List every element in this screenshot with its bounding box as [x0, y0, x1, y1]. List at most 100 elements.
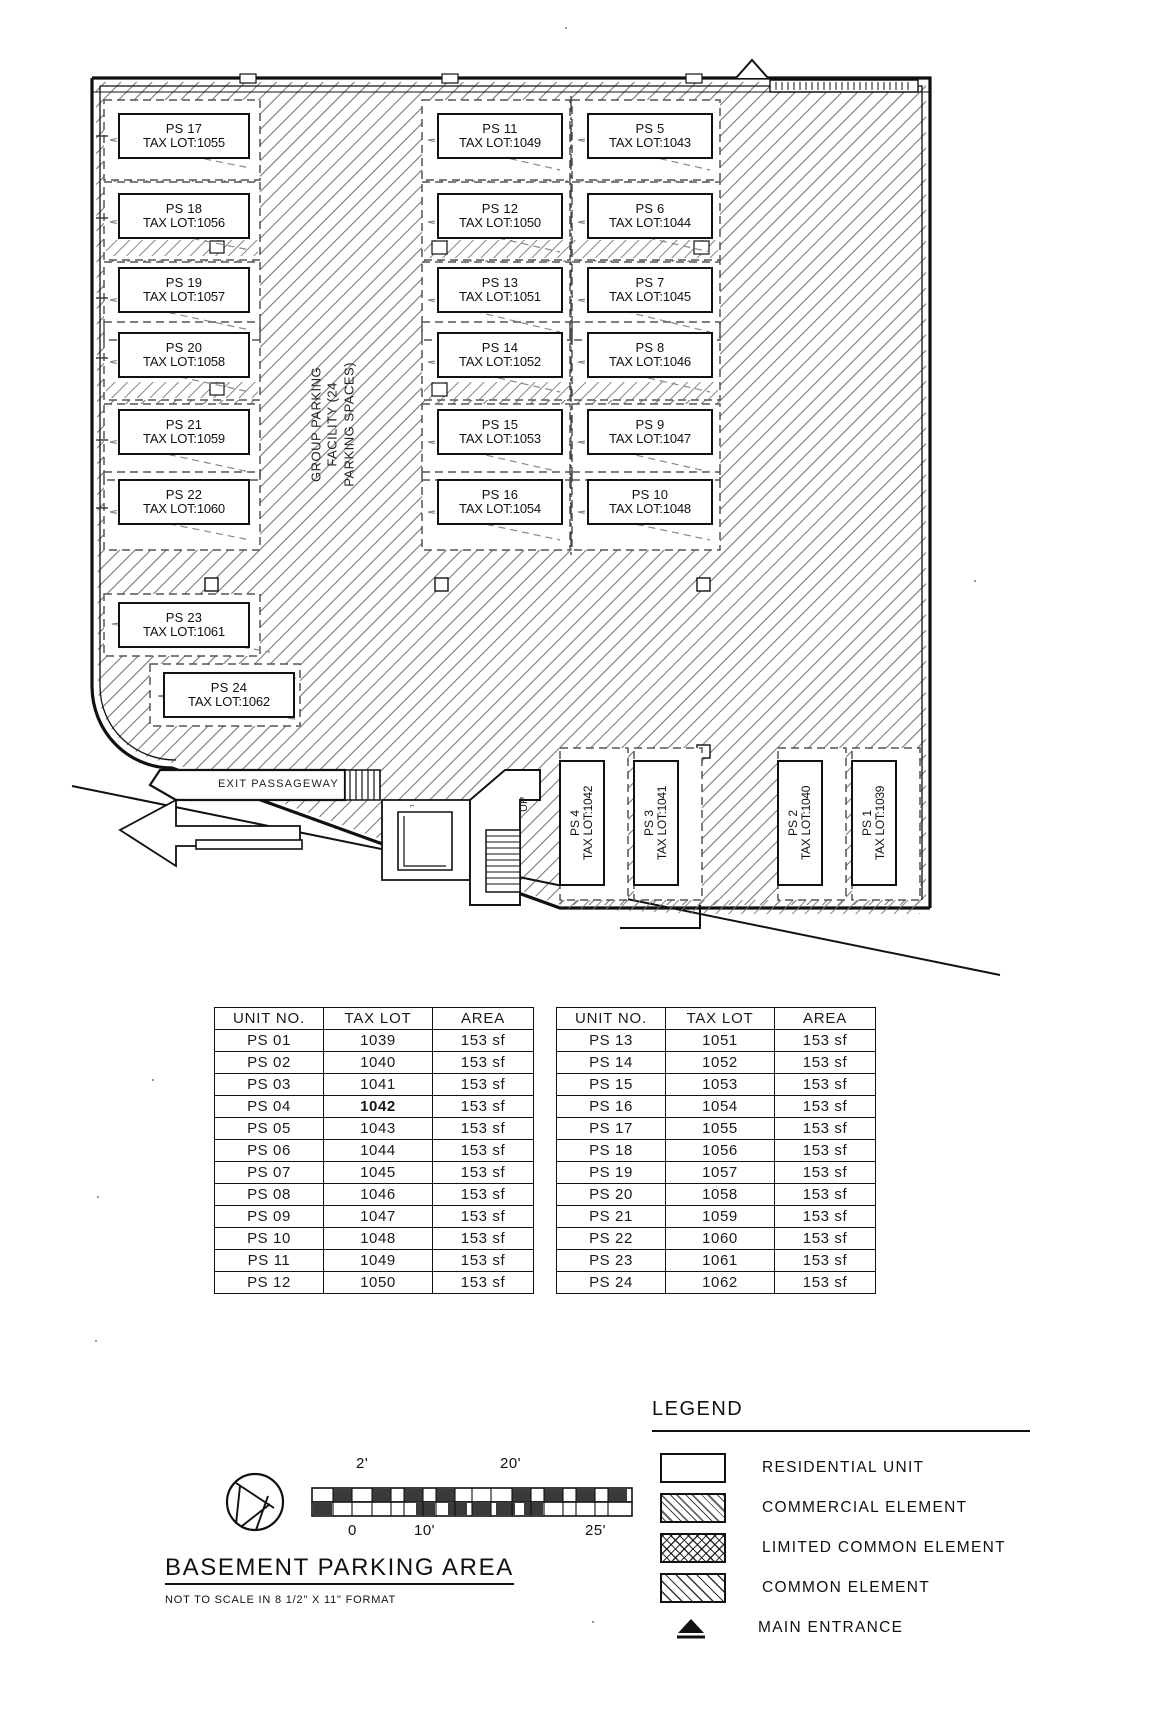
plan-space-ps21[interactable]: PS 21 TAX LOT:1059: [118, 409, 250, 455]
cell-lot: 1047: [323, 1205, 433, 1228]
plan-space-ps10[interactable]: PS 10 TAX LOT:1048: [587, 479, 713, 525]
cell-lot: 1043: [323, 1117, 433, 1140]
cell-area: 153 sf: [774, 1271, 876, 1294]
cell-area: 153 sf: [774, 1227, 876, 1250]
plan-space-lot: TAX LOT:1044: [609, 215, 691, 230]
legend-underline: [652, 1430, 1030, 1432]
plan-space-ps7[interactable]: PS 7 TAX LOT:1045: [587, 267, 713, 313]
plan-space-ps18[interactable]: PS 18 TAX LOT:1056: [118, 193, 250, 239]
col-area: AREA: [432, 1007, 534, 1030]
plan-space-lot: TAX LOT:1060: [143, 501, 225, 516]
plan-space-id: PS 14: [481, 340, 519, 356]
plan-space-ps22[interactable]: PS 22 TAX LOT:1060: [118, 479, 250, 525]
cell-lot: 1061: [665, 1249, 775, 1272]
legend-item-limited-common: LIMITED COMMON ELEMENT: [652, 1528, 1006, 1568]
cell-area: 153 sf: [774, 1095, 876, 1118]
plan-space-lot: TAX LOT:1039: [873, 785, 887, 861]
cell-area: 153 sf: [774, 1249, 876, 1272]
cell-unit: PS 01: [214, 1029, 324, 1052]
plan-space-lot: TAX LOT:1058: [143, 354, 225, 369]
cell-unit: PS 19: [556, 1161, 666, 1184]
plan-space-ps8[interactable]: PS 8 TAX LOT:1046: [587, 332, 713, 378]
scale-tick-20ft: 20': [500, 1455, 522, 1472]
plan-space-ps1[interactable]: PS 1 TAX LOT:1039: [851, 760, 897, 886]
legend-item-residential: RESIDENTIAL UNIT: [652, 1448, 1006, 1488]
plan-space-lot: TAX LOT:1040: [799, 785, 813, 861]
scale-tick-2ft: 2': [356, 1455, 369, 1472]
cell-unit: PS 15: [556, 1073, 666, 1096]
plan-space-ps13[interactable]: PS 13 TAX LOT:1051: [437, 267, 563, 313]
col-unit-no: UNIT NO.: [214, 1007, 324, 1030]
cell-area: 153 sf: [432, 1183, 534, 1206]
cell-lot: 1051: [665, 1029, 775, 1052]
main-entrance-triangle-icon: [660, 1616, 722, 1640]
scan-speck: [97, 1196, 99, 1198]
plan-space-lot: TAX LOT:1052: [459, 354, 541, 369]
cell-lot: 1053: [665, 1073, 775, 1096]
commercial-swatch: [660, 1493, 726, 1523]
plan-space-ps24[interactable]: PS 24 TAX LOT:1062: [163, 672, 295, 718]
cell-area: 153 sf: [432, 1029, 534, 1052]
plan-space-id: PS 23: [165, 610, 203, 626]
plan-space-ps12[interactable]: PS 12 TAX LOT:1050: [437, 193, 563, 239]
cell-unit: PS 02: [214, 1051, 324, 1074]
cell-area: 153 sf: [432, 1073, 534, 1096]
cell-unit: PS 11: [214, 1249, 324, 1272]
plan-space-lot: TAX LOT:1051: [459, 289, 541, 304]
plan-space-ps5[interactable]: PS 5 TAX LOT:1043: [587, 113, 713, 159]
plan-space-ps11[interactable]: PS 11 TAX LOT:1049: [437, 113, 563, 159]
plan-space-id: PS 10: [631, 487, 669, 503]
table-header-row: UNIT NO. TAX LOT AREA: [214, 1007, 534, 1030]
plan-space-ps20[interactable]: PS 20 TAX LOT:1058: [118, 332, 250, 378]
cell-lot: 1048: [323, 1227, 433, 1250]
cell-area: 153 sf: [432, 1095, 534, 1118]
legend-item-commercial: COMMERCIAL ELEMENT: [652, 1488, 1006, 1528]
plan-space-ps17[interactable]: PS 17 TAX LOT:1055: [118, 113, 250, 159]
scan-speck: [152, 1079, 154, 1081]
plan-space-ps4[interactable]: PS 4 TAX LOT:1042: [559, 760, 605, 886]
legend-title-wrap: LEGEND: [652, 1398, 743, 1421]
plan-space-ps6[interactable]: PS 6 TAX LOT:1044: [587, 193, 713, 239]
scale-tick-10ft: 10': [414, 1522, 436, 1539]
plan-space-ps16[interactable]: PS 16 TAX LOT:1054: [437, 479, 563, 525]
plan-space-ps9[interactable]: PS 9 TAX LOT:1047: [587, 409, 713, 455]
north-arrow-and-scale-bar: [225, 1472, 633, 1532]
plan-space-lot: TAX LOT:1054: [459, 501, 541, 516]
cell-area: 153 sf: [774, 1139, 876, 1162]
page-subtitle: NOT TO SCALE IN 8 1/2" X 11" FORMAT: [165, 1594, 397, 1606]
common-swatch: [660, 1573, 726, 1603]
scan-speck: [974, 580, 976, 582]
plan-space-id: PS 9: [635, 417, 665, 433]
cell-area: 153 sf: [774, 1117, 876, 1140]
legend-label: COMMERCIAL ELEMENT: [762, 1499, 968, 1516]
legend-item-common: COMMON ELEMENT: [652, 1568, 1006, 1608]
plan-space-lot: TAX LOT:1050: [459, 215, 541, 230]
plan-space-ps15[interactable]: PS 15 TAX LOT:1053: [437, 409, 563, 455]
plan-space-ps23[interactable]: PS 23 TAX LOT:1061: [118, 602, 250, 648]
plan-space-ps14[interactable]: PS 14 TAX LOT:1052: [437, 332, 563, 378]
cell-lot: 1055: [665, 1117, 775, 1140]
cell-unit: PS 16: [556, 1095, 666, 1118]
plan-space-lot: TAX LOT:1048: [609, 501, 691, 516]
plan-space-ps2[interactable]: PS 2 TAX LOT:1040: [777, 760, 823, 886]
plan-space-id: PS 18: [165, 201, 203, 217]
cell-lot: 1045: [323, 1161, 433, 1184]
cell-area: 153 sf: [432, 1249, 534, 1272]
plan-space-id: PS 13: [481, 275, 519, 291]
plan-space-ps3[interactable]: PS 3 TAX LOT:1041: [633, 760, 679, 886]
cell-lot: 1060: [665, 1227, 775, 1250]
plan-space-ps19[interactable]: PS 19 TAX LOT:1057: [118, 267, 250, 313]
cell-unit: PS 07: [214, 1161, 324, 1184]
cell-area: 153 sf: [432, 1271, 534, 1294]
plan-space-lot: TAX LOT:1049: [459, 135, 541, 150]
